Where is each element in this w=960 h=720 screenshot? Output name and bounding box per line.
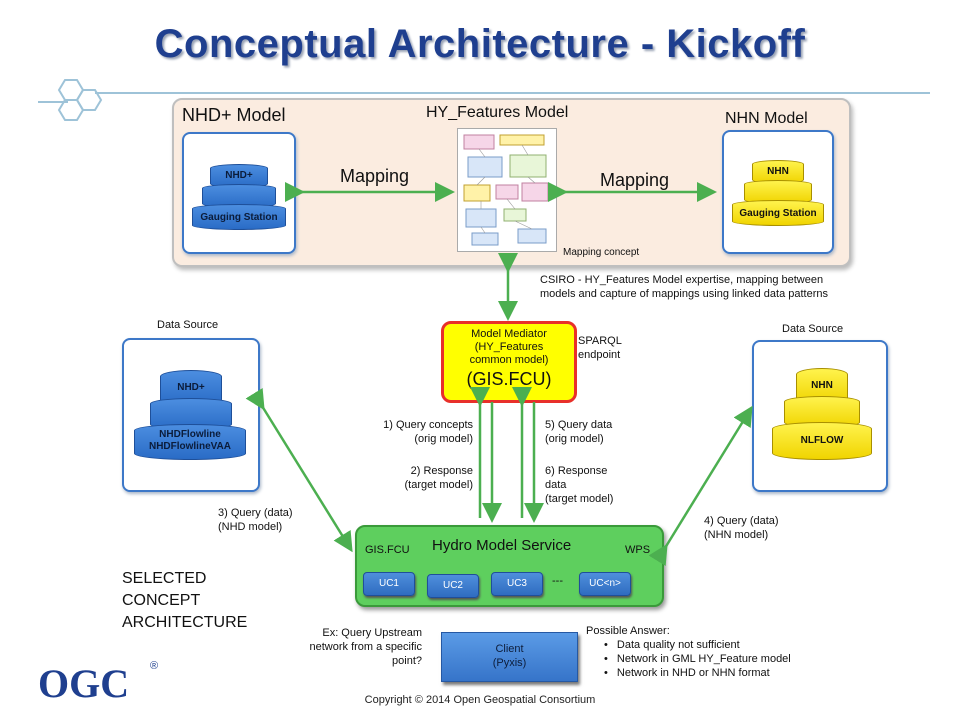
query-3-arrow: [245, 387, 353, 553]
gauging-station-tier: Gauging Station: [192, 204, 286, 230]
slide-title: Conceptual Architecture - Kickoff: [154, 22, 806, 66]
nhdflowline-label: NHDFlowline: [159, 429, 221, 440]
copyright-footer: Copyright © 2014 Open Geospatial Consort…: [364, 694, 596, 706]
nlflow-tier: NLFLOW: [772, 422, 872, 460]
nhn-model-box: NHN Gauging Station: [722, 130, 834, 254]
example-query-label: Ex: Query Upstream network from a specif…: [290, 626, 422, 668]
possible-answer: Possible Answer: • Data quality not suff…: [586, 624, 791, 680]
query-line: (target model): [404, 479, 473, 491]
ogc-logo: OGC: [38, 661, 130, 706]
nhdflowlinevaa-label: NHDFlowlineVAA: [148, 441, 232, 452]
query-4-arrow: [648, 405, 753, 567]
example-line: point?: [392, 655, 422, 667]
uc1-button[interactable]: UC1: [363, 572, 415, 596]
hy-features-uml-thumbnail: [457, 128, 557, 252]
nhn-model-title: NHN Model: [725, 110, 808, 127]
query-6-label: 6) Response data (target model): [545, 464, 613, 506]
query-line: 1) Query concepts: [383, 419, 473, 431]
possible-answer-item: • Network in GML HY_Feature model: [604, 653, 791, 665]
selected-line: ARCHITECTURE: [122, 614, 248, 631]
uc2-button[interactable]: UC2: [427, 574, 479, 598]
possible-answer-text: Network in GML HY_Feature model: [616, 653, 791, 665]
selected-line: SELECTED: [122, 570, 207, 587]
csiro-note-line: models and capture of mappings using lin…: [540, 288, 829, 300]
right-data-source-box: NHN NLFLOW: [752, 340, 888, 492]
mediator-line: (HY_Features: [474, 341, 544, 353]
hms-title: Hydro Model Service: [432, 537, 572, 554]
query-line: 2) Response: [410, 465, 473, 477]
client-box: Client (Pyxis): [441, 632, 578, 682]
model-mediator-box: Model Mediator (HY_Features common model…: [441, 321, 577, 403]
uml-diagram-icon: [463, 134, 549, 246]
query-line: 5) Query data: [545, 419, 613, 431]
query-line: (target model): [545, 493, 614, 505]
possible-answer-item: • Network in NHD or NHN format: [604, 667, 770, 679]
query-line: 6) Response: [545, 465, 608, 477]
possible-answer-item: • Data quality not sufficient: [604, 639, 740, 651]
example-line: network from a specific: [309, 641, 422, 653]
selected-line: CONCEPT: [122, 592, 201, 609]
hms-wps-tag: WPS: [625, 544, 651, 556]
header-rule-left: [38, 101, 68, 103]
query-line: data: [545, 479, 567, 491]
possible-answer-title: Possible Answer:: [586, 625, 670, 637]
sparql-line: SPARQL: [578, 335, 622, 347]
query-2-label: 2) Response (target model): [373, 464, 473, 492]
mapping-concept-caption: Mapping concept: [563, 247, 640, 258]
nhd-model-title: NHD+ Model: [182, 105, 286, 125]
example-line: Ex: Query Upstream: [322, 627, 422, 639]
header-rule: [95, 92, 930, 94]
csiro-note-line: CSIRO - HY_Features Model expertise, map…: [540, 274, 824, 286]
query-line: (orig model): [545, 433, 604, 445]
client-line: (Pyxis): [492, 657, 527, 669]
uc-ellipsis: ---: [552, 575, 563, 587]
hexagon-logo-icon: [57, 79, 103, 121]
uc3-button[interactable]: UC3: [491, 572, 543, 596]
nhn-gauging-station-tier: Gauging Station: [732, 200, 824, 226]
nhd-model-box: NHD+ Gauging Station: [182, 132, 296, 254]
nhd-flowline-tier: NHDFlowline NHDFlowlineVAA: [134, 424, 246, 460]
gis-fcu-label: (GIS.FCU): [466, 369, 552, 389]
sparql-endpoint-label: SPARQL endpoint: [578, 334, 622, 362]
mediator-line: Model Mediator: [471, 328, 547, 340]
query-5-label: 5) Query data (orig model): [545, 418, 612, 446]
query-1-label: 1) Query concepts (orig model): [363, 418, 473, 446]
selected-concept-label: SELECTED CONCEPT ARCHITECTURE: [122, 568, 247, 634]
csiro-note: CSIRO - HY_Features Model expertise, map…: [540, 273, 828, 301]
possible-answer-text: Data quality not sufficient: [616, 639, 740, 651]
hy-features-model-title: HY_Features Model: [426, 104, 569, 121]
ucn-button[interactable]: UC<n>: [579, 572, 631, 596]
query-line: (orig model): [414, 433, 473, 445]
right-data-source-title: Data Source: [782, 323, 844, 335]
hms-gis-fcu-tag: GIS.FCU: [365, 544, 410, 556]
left-mapping-label: Mapping: [340, 166, 410, 186]
mediator-line: common model): [469, 354, 549, 366]
client-line: Client: [495, 643, 524, 655]
left-data-source-box: NHD+ NHDFlowline NHDFlowlineVAA: [122, 338, 260, 492]
left-data-source-title: Data Source: [157, 319, 219, 331]
possible-answer-text: Network in NHD or NHN format: [616, 667, 770, 679]
sparql-line: endpoint: [578, 349, 621, 361]
registered-mark: ®: [150, 660, 159, 672]
